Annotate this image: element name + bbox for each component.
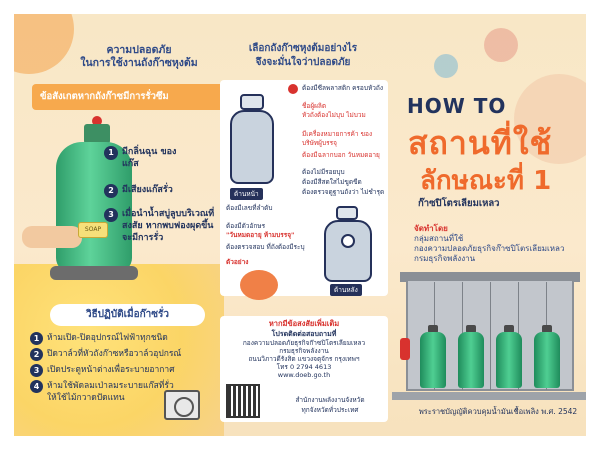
contact-info-card: หากมีข้อสงสัยเพิ่มเติม โปรดติดต่อสอบถามท…	[220, 316, 388, 422]
gas-cylinder	[420, 332, 446, 388]
step-number: 4	[30, 380, 43, 393]
leak-sign-number: 1	[104, 146, 118, 160]
tank-inspection-card: ต้องมีซีลพลาสติก ครอบหัวถัง ชื่อผู้ผลิต …	[220, 80, 388, 300]
front-tank-drawing	[230, 110, 274, 184]
front-label-2: ชื่อผู้ผลิต	[302, 102, 327, 110]
qr-code-icon[interactable]	[226, 384, 260, 418]
bg-circle-peach	[514, 74, 586, 164]
leak-sign-text: มีเสียงแก๊สรั่ว	[122, 185, 173, 195]
leak-sign-text: เมื่อนำน้ำสบู่ลูบบริเวณที่สงสัย หากพบฟอง…	[122, 209, 215, 243]
contact-sub: โปรดติดต่อสอบถามที่	[271, 330, 337, 338]
contact-phone: โทร 0 2794 4613	[276, 363, 332, 371]
back-note-3: "วันหมดอายุ ห้ามบรรจุ"	[226, 231, 316, 240]
gas-cylinder	[534, 332, 560, 388]
date-example-caption: ตัวอย่าง	[226, 258, 249, 266]
left-title-line1: ความปลอดภัย	[106, 44, 172, 56]
hand-icon	[22, 226, 82, 248]
tank-valve	[84, 124, 110, 144]
step-number: 3	[30, 364, 43, 377]
back-tank-cap	[336, 206, 358, 220]
date-label-graphic	[240, 270, 278, 300]
step-text: ปิดวาล์วที่หัวถังก๊าซหรือวาล์วอุปกรณ์	[47, 349, 182, 359]
left-section-title: ความปลอดภัย ในการใช้งานถังก๊าซหุงต้ม	[54, 44, 224, 70]
back-caption: ด้านหลัง	[330, 284, 362, 296]
front-label-1: ต้องมีซีลพลาสติก ครอบหัวถัง	[302, 84, 383, 92]
contact-website-link[interactable]: www.doeb.go.th	[277, 371, 331, 379]
leak-sign-text: มีกลิ่นฉุน ของแก๊ส	[122, 147, 177, 169]
fan-icon	[164, 390, 200, 420]
leak-sign-3: 3 เมื่อนำน้ำสบู่ลูบบริเวณที่สงสัย หากพบฟ…	[104, 208, 224, 244]
leak-sign-number: 2	[104, 184, 118, 198]
leak-procedure-title: วิธีปฏิบัติเมื่อก๊าซรั่ว	[50, 304, 205, 326]
front-label-6: ต้องไม่มีรอยบุบ	[302, 168, 345, 176]
middle-title-line2: จึงจะมั่นใจว่าปลอดภัย	[255, 57, 351, 68]
front-label-5: ต้องมีฉลากบอก วันหมดอายุ	[302, 151, 380, 159]
step-text: ห้ามใช้พัดลมเป่าลมระบายแก๊สที่รั่ว ให้ใช…	[47, 381, 174, 403]
front-label-8: ต้องตรวจดูฐานถังว่า ไม่ชำรุด	[302, 188, 385, 196]
cylinder-valve	[428, 325, 438, 333]
infographic-page: ความปลอดภัย ในการใช้งานถังก๊าซหุงต้ม ข้อ…	[14, 14, 586, 436]
front-label-4: มีเครื่องหมายการค้า ของบริษัทผู้บรรจุ	[302, 130, 373, 147]
tank-body	[56, 142, 132, 272]
step-number: 2	[30, 348, 43, 361]
contact-note-2: ทุกจังหวัดทั่วประเทศ	[301, 406, 359, 414]
back-note-2: ต้องมีตัวอักษร	[226, 222, 266, 230]
step-number: 1	[30, 332, 43, 345]
fire-extinguisher-icon	[400, 338, 410, 360]
procedure-step-4: 4 ห้ามใช้พัดลมเป่าลมระบายแก๊สที่รั่ว ให้…	[30, 380, 175, 404]
left-title-line2: ในการใช้งานถังก๊าซหุงต้ม	[80, 57, 198, 69]
main-title-line2: ลักษณะที่ 1	[420, 166, 552, 196]
middle-title-line1: เลือกถังก๊าซหุงต้มอย่างไร	[248, 43, 358, 54]
back-tank-badge-icon	[341, 234, 355, 248]
main-title-line1: สถานที่ใช้	[408, 124, 553, 162]
cylinder-valve	[466, 325, 476, 333]
publisher-line1: กลุ่มสถานที่ใช้	[414, 234, 464, 243]
front-tank-cap	[240, 94, 264, 110]
contact-division: กองความปลอดภัยธุรกิจก๊าซปิโตรเลียมเหลว	[242, 339, 366, 347]
publisher-label: จัดทำโดย	[414, 224, 448, 233]
gas-cylinder	[458, 332, 484, 388]
procedure-step-3: 3 เปิดประตูหน้าต่างเพื่อระบายอากาศ	[30, 364, 227, 377]
middle-section-title: เลือกถังก๊าซหุงต้มอย่างไร จึงจะมั่นใจว่า…	[214, 42, 392, 70]
step-text: ห้ามเปิด-ปิดอุปกรณ์ไฟฟ้าทุกชนิด	[47, 333, 168, 343]
cylinder-valve	[504, 325, 514, 333]
contact-note-1: สำนักงานพลังงานจังหวัด	[295, 396, 365, 404]
ground-strip	[392, 392, 586, 400]
front-caption: ด้านหน้า	[230, 188, 263, 200]
law-reference: พระราชบัญญัติควบคุมน้ำมันเชื้อเพลิง พ.ศ.…	[418, 407, 578, 416]
procedure-step-1: 1 ห้ามเปิด-ปิดอุปกรณ์ไฟฟ้าทุกชนิด	[30, 332, 227, 345]
step-text: เปิดประตูหน้าต่างเพื่อระบายอากาศ	[47, 365, 175, 375]
soap-icon: SOAP	[78, 222, 108, 238]
publisher-block: จัดทำโดย กลุ่มสถานที่ใช้ กองความปลอดภัยธ…	[414, 224, 574, 264]
back-note-1: ต้องมีเลขที่ลำดับ	[226, 204, 273, 212]
back-note-4: ต้องตรวจสอบ ที่ถังต้องมีระบุ	[226, 243, 305, 251]
front-label-7: ต้องมีสีสดใสไม่ขูดขีด	[302, 178, 362, 186]
back-note-3-text: "วันหมดอายุ ห้ามบรรจุ"	[226, 231, 295, 239]
cage-roof	[400, 272, 580, 282]
back-tank-drawing	[324, 220, 372, 282]
how-to-heading: HOW TO	[407, 94, 507, 118]
gas-cylinder	[496, 332, 522, 388]
leak-signs-banner: ข้อสังเกตหากถังก๊าซมีการรั่วซึม	[32, 84, 232, 110]
bg-circle-pink	[484, 28, 518, 62]
leak-sign-1: 1 มีกลิ่นฉุน ของแก๊ส	[104, 146, 192, 170]
cage-bar	[490, 282, 491, 390]
publisher-line3: กรมธุรกิจพลังงาน	[414, 254, 476, 263]
main-subtitle: ก๊าซปิโตรเลียมเหลว	[418, 198, 500, 209]
contact-org: กรมธุรกิจพลังงาน	[279, 347, 329, 355]
cylinder-valve	[542, 325, 552, 333]
contact-address: ถนนวิภาวดีรังสิต แขวงจตุจักร กรุงเทพฯ	[248, 355, 360, 363]
publisher-line2: กองความปลอดภัยธุรกิจก๊าซปิโตรเลียมเหลว	[414, 244, 565, 253]
tank-base	[50, 266, 138, 280]
bg-circle-blue	[434, 54, 458, 78]
front-label-3: หัวถังต้องไม่บุบ ไม่บวม	[302, 111, 366, 119]
leak-sign-2: 2 มีเสียงแก๊สรั่ว	[104, 184, 212, 198]
front-seal-icon	[288, 84, 298, 94]
contact-heading: หากมีข้อสงสัยเพิ่มเติม	[268, 319, 340, 328]
leak-sign-number: 3	[104, 208, 118, 222]
procedure-step-2: 2 ปิดวาล์วที่หัวถังก๊าซหรือวาล์วอุปกรณ์	[30, 348, 227, 361]
valve-seal-icon	[92, 116, 102, 126]
